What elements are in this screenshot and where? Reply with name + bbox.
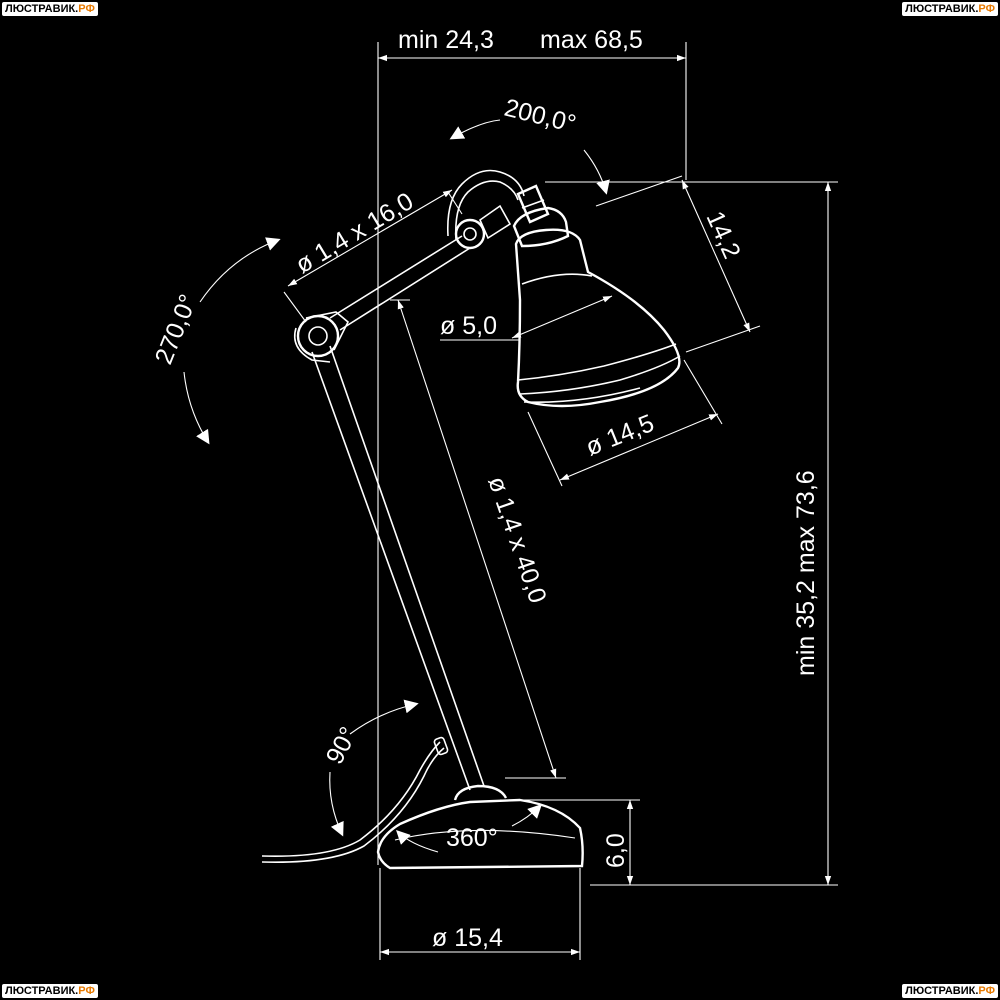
watermark-bottom-left: ЛЮСТРАВИК.РФ	[2, 984, 98, 998]
watermark-text: ЛЮСТРАВИК.	[905, 3, 979, 15]
watermark-suffix: РФ	[78, 3, 95, 15]
watermark-top-right: ЛЮСТРАВИК.РФ	[902, 2, 998, 16]
upper-arm-label: ø 1,4 x 16,0	[291, 187, 419, 279]
watermark-suffix: РФ	[78, 985, 95, 997]
watermark-text: ЛЮСТРАВИК.	[5, 3, 79, 15]
watermark-top-left: ЛЮСТРАВИК.РФ	[2, 2, 98, 16]
lamp-shade	[514, 228, 681, 408]
watermark-suffix: РФ	[978, 3, 995, 15]
lamp-cord	[261, 741, 441, 857]
elbow-joint	[293, 311, 349, 363]
elbow-angle-label: 270,0°	[150, 290, 203, 368]
height-label: min 35,2 max 73,6	[792, 470, 820, 676]
watermark-suffix: РФ	[978, 985, 995, 997]
width-min-label: min 24,3	[398, 26, 494, 54]
watermark-text: ЛЮСТРАВИК.	[5, 985, 79, 997]
shade-depth-label: 14,2	[701, 207, 746, 263]
base-height-label: 6,0	[602, 833, 630, 868]
head-angle-label: 200,0°	[502, 94, 579, 139]
base-diameter-label: ø 15,4	[432, 924, 503, 952]
dimension-lines	[183, 42, 838, 960]
width-max-label: max 68,5	[540, 26, 643, 54]
watermark-bottom-right: ЛЮСТРАВИК.РФ	[902, 984, 998, 998]
lamp-base	[376, 798, 584, 870]
socket-diameter-label: ø 5,0	[440, 312, 497, 340]
watermark-text: ЛЮСТРАВИК.	[905, 985, 979, 997]
lower-arm	[311, 351, 471, 791]
shade-diameter-label: ø 14,5	[582, 409, 658, 462]
lamp-socket	[512, 184, 570, 248]
base-rotation-angle-label: 360°	[446, 824, 498, 852]
dimension-labels: min 24,3 max 68,5 200,0° ø 1,4 x 16,0 27…	[150, 26, 820, 952]
